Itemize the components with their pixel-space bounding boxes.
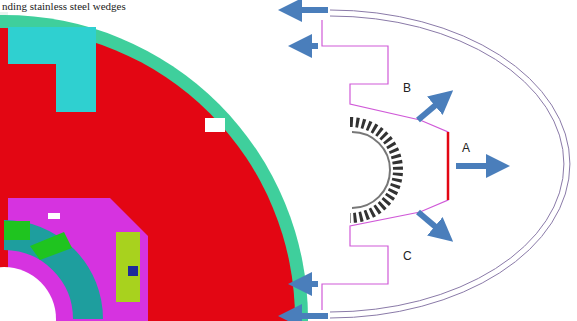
region-label: C bbox=[403, 250, 412, 263]
caption-fragment: nding stainless steel wedges bbox=[2, 0, 126, 12]
region-label: B bbox=[403, 82, 411, 95]
schematic bbox=[290, 10, 570, 318]
fe-mesh bbox=[0, 12, 308, 321]
region-label: A bbox=[462, 142, 470, 155]
